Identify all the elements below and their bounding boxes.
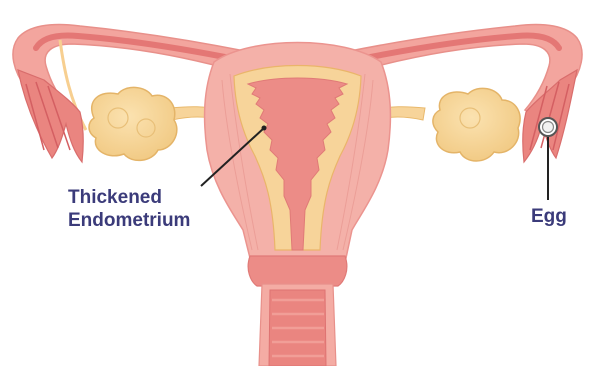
endometrium-pointer-dot xyxy=(262,126,267,131)
vaginal-canal xyxy=(259,284,336,366)
egg-marker xyxy=(539,118,557,136)
cervix xyxy=(248,256,347,286)
endometrium-label-line1: Thickened xyxy=(68,186,190,209)
right-ovary xyxy=(433,88,520,161)
egg-label: Egg xyxy=(531,205,567,228)
left-ovary xyxy=(89,87,177,160)
endometrium-label: Thickened Endometrium xyxy=(68,186,190,232)
egg-inner-ring xyxy=(543,122,554,133)
endometrium-label-line2: Endometrium xyxy=(68,209,190,232)
